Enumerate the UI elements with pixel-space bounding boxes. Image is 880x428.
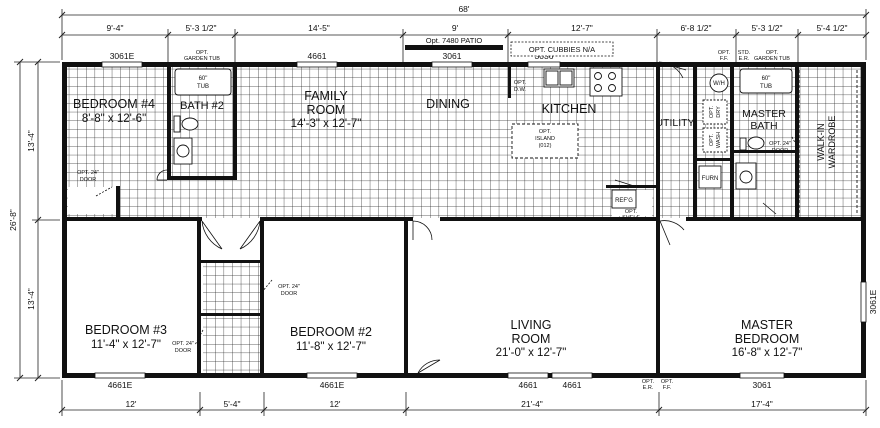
bottom-dim-1: 12'	[125, 399, 136, 409]
top-dim-6: 6'-8 1/2"	[680, 23, 711, 33]
overall-depth: 26'-8"	[8, 209, 18, 231]
note-opt-ff2-a: OPT.	[661, 379, 674, 385]
top-dim-5: 12'-7"	[571, 23, 593, 33]
top-dim-3: 14'-5"	[308, 23, 330, 33]
note-garden-tub-2b: GARDEN TUB	[754, 56, 790, 62]
room-name-family-1: FAMILY	[304, 89, 348, 103]
room-dims-bedroom2: 11'-8" x 12'-7"	[296, 341, 366, 353]
note-garden-tub-2a: OPT.	[766, 50, 779, 56]
room-name-utility: UTILITY	[655, 117, 694, 129]
room-name-master-bed-2: BEDROOM	[735, 332, 800, 346]
window-label: 4661E	[320, 380, 345, 390]
window-label: 4661	[563, 380, 582, 390]
note-dw-a: OPT.	[514, 80, 527, 86]
note-std-er-b: E.R.	[739, 56, 750, 62]
room-name-bedroom3: BEDROOM #3	[85, 323, 167, 337]
note-door24-f: DOOR	[175, 348, 192, 354]
note-tub-60b: TUB	[197, 84, 209, 90]
patio-label: Opt. 7480 PATIO	[426, 36, 483, 45]
room-dims-bedroom4: 8'-8" x 12'-6"	[82, 113, 146, 125]
depth-bottom: 13'-4"	[26, 288, 36, 310]
cubbies-label: OPT. CUBBIES N/A	[529, 45, 595, 54]
room-name-family-2: ROOM	[307, 103, 346, 117]
room-dims-living: 21'-0" x 12'-7"	[496, 347, 567, 359]
windows	[94, 61, 867, 379]
room-name-wardrobe-2: WARDROBE	[827, 116, 837, 169]
note-opt-ff-b: F.F.	[720, 56, 729, 62]
note-door24-a: OPT. 24"	[77, 170, 99, 176]
note-island-b: ISLAND	[535, 136, 555, 142]
note-opt-er-a: OPT.	[642, 379, 655, 385]
note-dry-b: DRY	[716, 106, 722, 118]
note-tub-60a: 60"	[199, 76, 208, 82]
bottom-dim-5: 17'-4"	[751, 399, 773, 409]
note-door24-b: DOOR	[80, 177, 97, 183]
room-name-bath2: BATH #2	[180, 100, 224, 112]
patio-door-note: Opt. 7480 PATIO	[405, 36, 503, 50]
room-name-master-bed-1: MASTER	[741, 318, 793, 332]
note-shelf-b: SHELF	[622, 215, 640, 221]
note-door24-d: DOOR	[281, 291, 298, 297]
note-opt-ff-a: OPT.	[718, 50, 731, 56]
room-labels: BEDROOM #4 8'-8" x 12'-6" BATH #2 FAMILY…	[73, 89, 837, 359]
fixtures	[173, 67, 858, 214]
note-dw-b: D.W.	[514, 87, 526, 93]
note-door24-c: OPT. 24"	[278, 284, 300, 290]
note-std-er-a: STD.	[738, 50, 751, 56]
note-island-c: (012)	[539, 143, 552, 149]
bottom-dim-2: 5'-4"	[224, 399, 241, 409]
bottom-dim-4: 21'-4"	[521, 399, 543, 409]
note-labels: OPT. GARDEN TUB 60" TUB 60" TUB OPT. F.F…	[77, 50, 791, 391]
note-island-a: OPT.	[539, 129, 552, 135]
room-name-bedroom4: BEDROOM #4	[73, 97, 155, 111]
note-refg: REF'G	[615, 198, 633, 204]
note-furn: FURN	[702, 176, 719, 182]
room-name-master-bath-2: BATH	[750, 120, 777, 132]
window-label: 4661	[519, 380, 538, 390]
room-name-wardrobe-1: WALK-IN	[816, 123, 826, 160]
overall-width: 68'	[458, 4, 469, 14]
cubbies-note: OPT. CUBBIES N/A	[510, 41, 614, 57]
window-label: 4661E	[108, 380, 133, 390]
note-door24-h: DOOR	[772, 148, 789, 154]
top-dim-8: 5'-4 1/2"	[816, 23, 847, 33]
room-dims-family: 14'-3" x 12'-7"	[291, 118, 362, 130]
window-label: 4661	[308, 51, 327, 61]
bottom-dim-3: 12'	[329, 399, 340, 409]
note-tub-60d: TUB	[760, 84, 772, 90]
room-name-bedroom2: BEDROOM #2	[290, 325, 372, 339]
door-swings	[95, 61, 800, 374]
room-name-living-2: ROOM	[512, 332, 551, 346]
note-tub-60c: 60"	[762, 76, 771, 82]
top-dim-2: 5'-3 1/2"	[185, 23, 216, 33]
window-label: 3061	[443, 51, 462, 61]
note-door24-g: OPT. 24"	[769, 141, 791, 147]
room-name-dining: DINING	[426, 97, 470, 111]
top-dim-7: 5'-3 1/2"	[751, 23, 782, 33]
note-garden-tub-1b: GARDEN TUB	[184, 56, 220, 62]
depth-top: 13'-4"	[26, 130, 36, 152]
note-wh: W/H	[713, 81, 725, 87]
top-dim-1: 9'-4"	[107, 23, 124, 33]
dimension-lines	[14, 9, 870, 416]
room-dims-bedroom3: 11'-4" x 12'-7"	[91, 339, 161, 351]
note-shelf-a: OPT.	[625, 209, 638, 215]
window-label: 3061	[753, 380, 772, 390]
note-door24-e: OPT. 24"	[172, 341, 194, 347]
room-name-kitchen: KITCHEN	[542, 102, 597, 116]
window-label: 3061E	[110, 51, 135, 61]
note-dry-a: OPT.	[709, 105, 715, 118]
room-name-living-1: LIVING	[511, 318, 552, 332]
note-opt-ff2-b: F.F.	[663, 385, 672, 391]
room-dims-master-bed: 16'-8" x 12'-7"	[732, 347, 803, 359]
note-opt-er-b: E.R.	[643, 385, 654, 391]
dimension-labels: 68' 9'-4" 5'-3 1/2" 14'-5" 9' 12'-7" 6'-…	[8, 4, 848, 409]
room-name-master-bath-1: MASTER	[742, 108, 786, 120]
note-wash-a: OPT.	[709, 133, 715, 146]
window-label: 3061E	[868, 289, 878, 314]
note-wash-b: WASH	[716, 132, 722, 148]
top-dim-4: 9'	[452, 23, 459, 33]
note-garden-tub-1a: OPT.	[196, 50, 209, 56]
